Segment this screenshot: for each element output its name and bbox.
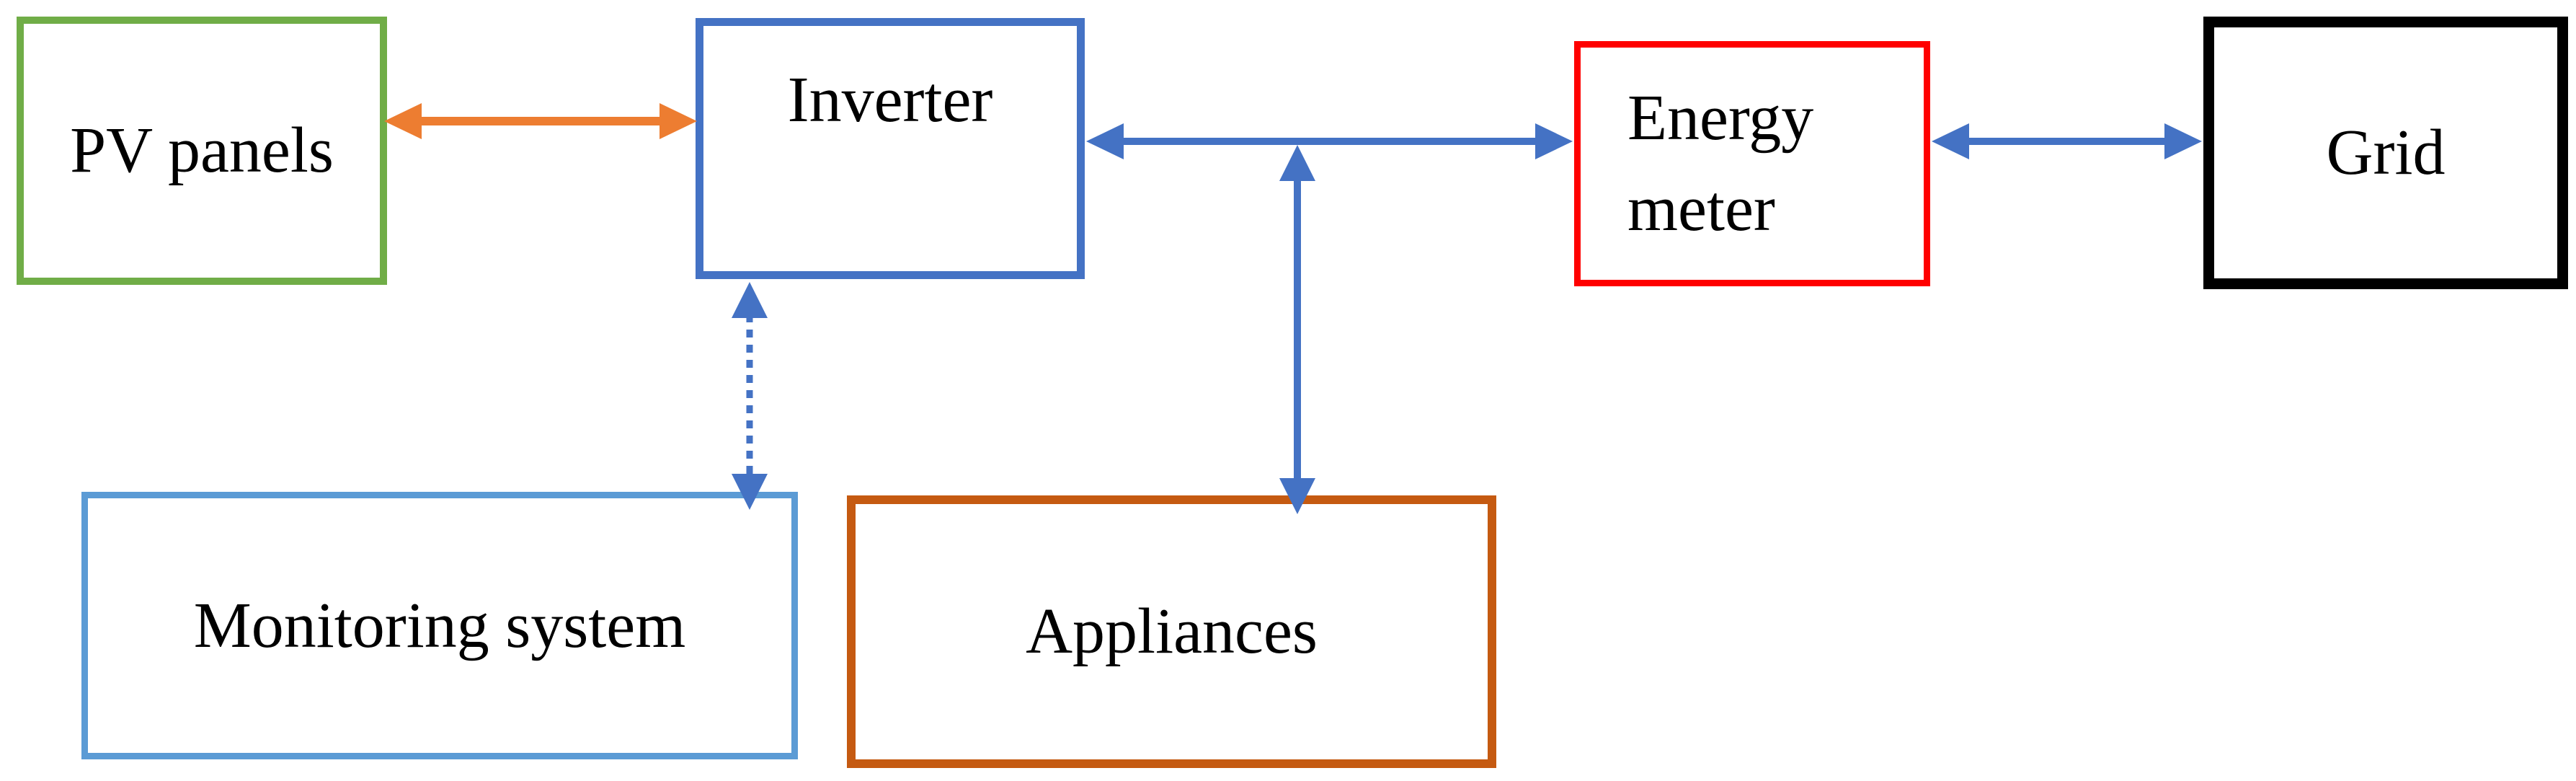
- edge-pv-panels-inverter: [384, 103, 697, 139]
- edge-pv-panels-inverter-arrowhead-right: [659, 103, 697, 139]
- edge-energy-meter-grid: [1932, 123, 2202, 159]
- edge-inverter-energy-meter-arrowhead-left: [1086, 123, 1124, 159]
- node-inverter: Inverter: [696, 18, 1085, 279]
- node-monitoring-system: Monitoring system: [81, 492, 798, 759]
- node-pv-panels: PV panels: [17, 17, 387, 285]
- node-grid: Grid: [2203, 17, 2568, 289]
- edge-pv-panels-inverter-arrowhead-left: [384, 103, 422, 139]
- edge-energy-meter-grid-arrowhead-left: [1932, 123, 1969, 159]
- edge-link-appliances-arrowhead-top: [1279, 145, 1315, 181]
- edge-inverter-energy-meter: [1086, 123, 1573, 159]
- node-appliances-label: Appliances: [1026, 596, 1318, 667]
- edge-inverter-monitoring: [732, 282, 768, 510]
- node-pv-panels-label: PV panels: [70, 115, 334, 186]
- node-appliances: Appliances: [847, 495, 1496, 768]
- node-energy-meter: Energy meter: [1574, 41, 1930, 286]
- edge-link-appliances: [1279, 145, 1315, 514]
- node-inverter-label: Inverter: [787, 64, 993, 136]
- node-grid-label: Grid: [2326, 117, 2446, 188]
- edge-inverter-energy-meter-arrowhead-right: [1535, 123, 1573, 159]
- node-monitoring-system-label: Monitoring system: [193, 589, 686, 661]
- edge-inverter-monitoring-arrowhead-top: [732, 282, 768, 318]
- node-energy-meter-label-line2: meter: [1627, 173, 1775, 244]
- edge-energy-meter-grid-arrowhead-right: [2164, 123, 2202, 159]
- node-energy-meter-label: Energy meter: [1627, 73, 1813, 255]
- node-energy-meter-label-line1: Energy: [1627, 82, 1814, 154]
